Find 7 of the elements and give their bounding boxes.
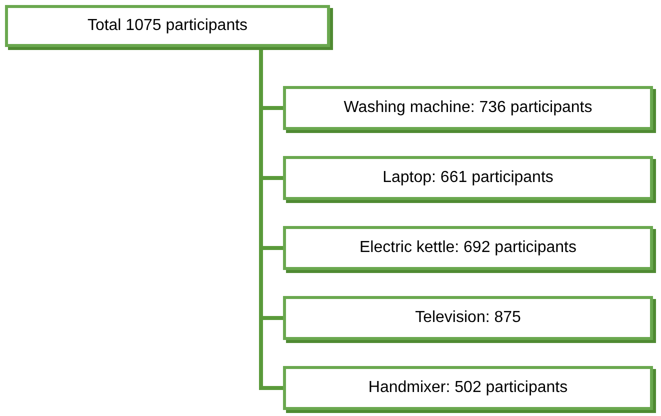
category-box: Handmixer: 502 participants <box>283 366 653 410</box>
category-box: Laptop: 661 participants <box>283 156 653 200</box>
category-box: Television: 875 <box>283 296 653 340</box>
connector-line <box>259 47 283 390</box>
category-box: Washing machine: 736 participants <box>283 86 653 130</box>
category-box: Electric kettle: 692 participants <box>283 226 653 270</box>
category-box: Total 1075 participants <box>5 5 330 47</box>
